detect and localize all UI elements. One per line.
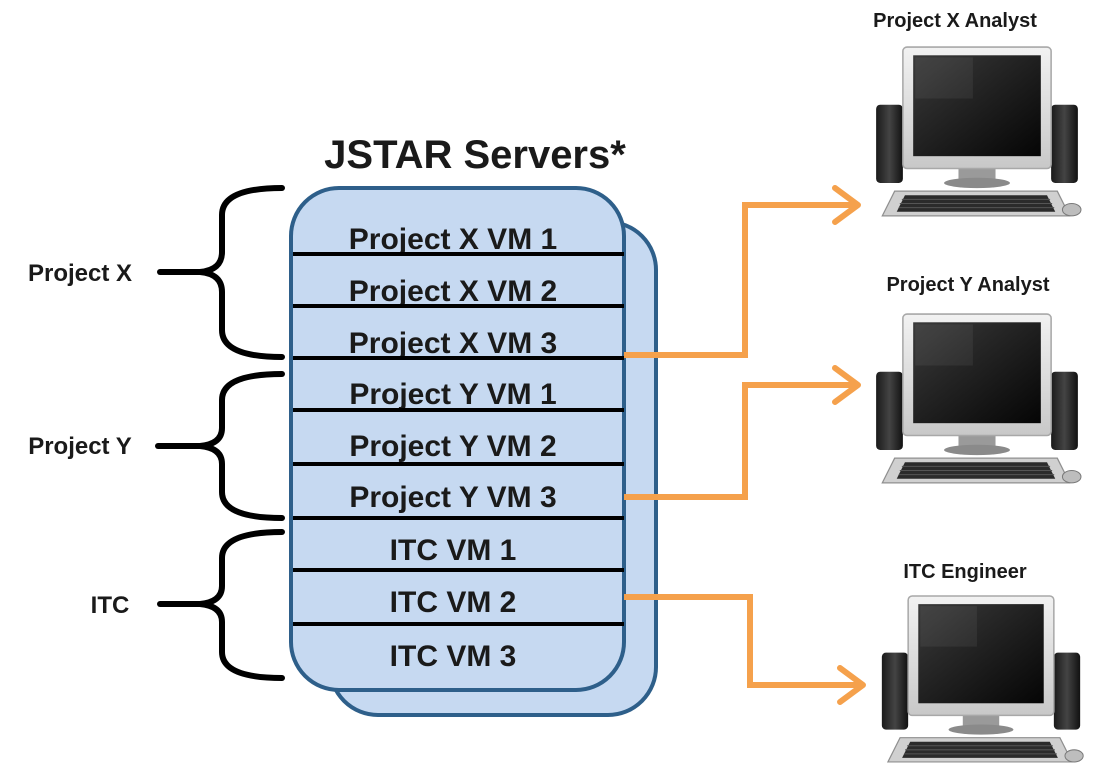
connector-itc-vm2	[624, 594, 860, 688]
vm-label-project-y-3: Project Y VM 3	[349, 481, 556, 514]
vm-list: Project X VM 1 Project X VM 2 Project X …	[293, 223, 624, 673]
arrowhead-icon	[837, 665, 866, 705]
diagram-title: JSTAR Servers*	[324, 133, 626, 177]
bracket-itc	[197, 529, 285, 681]
vm-label-itc-1: ITC VM 1	[390, 534, 517, 567]
desktop-computer-icon	[875, 313, 1082, 484]
vm-label-project-x-1: Project X VM 1	[349, 223, 557, 256]
group-label-project-x: Project X	[28, 260, 132, 287]
desktop-computer-icon	[875, 46, 1082, 217]
vm-label-project-x-3: Project X VM 3	[349, 327, 557, 360]
server-front-card	[289, 186, 626, 692]
group-label-itc: ITC	[91, 592, 130, 619]
vm-label-project-y-1: Project Y VM 1	[349, 378, 556, 411]
vm-label-project-x-2: Project X VM 2	[349, 275, 557, 308]
desktop-computer-icon	[881, 595, 1084, 763]
vm-label-project-y-2: Project Y VM 2	[349, 430, 556, 463]
vm-label-itc-3: ITC VM 3	[390, 640, 517, 673]
vm-label-itc-2: ITC VM 2	[390, 586, 517, 619]
arrowhead-icon	[832, 365, 861, 405]
connector-project-y-vm3	[624, 382, 855, 500]
workstation-label-project-y-analyst: Project Y Analyst	[886, 274, 1049, 296]
workstation-label-itc-engineer: ITC Engineer	[903, 561, 1027, 583]
bracket-project-x	[197, 185, 285, 360]
bracket-project-y	[197, 371, 285, 521]
group-label-project-y: Project Y	[28, 433, 132, 460]
connector-project-x-vm3	[624, 202, 855, 358]
arrowhead-icon	[832, 185, 861, 225]
workstation-label-project-x-analyst: Project X Analyst	[873, 10, 1037, 32]
